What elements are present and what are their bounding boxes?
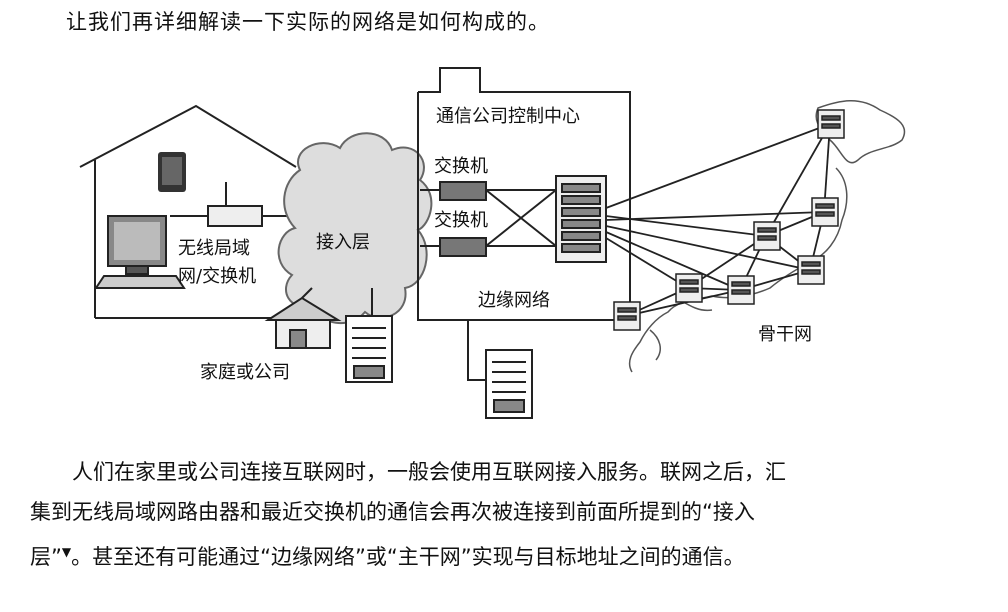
switch-2-label: 交换机 <box>434 210 488 231</box>
backbone-node-icon <box>797 255 825 285</box>
switch-2-icon <box>439 237 487 257</box>
body-paragraph: 人们在家里或公司连接互联网时，一般会使用互联网接入服务。联网之后，汇 集到无线局… <box>30 452 990 577</box>
computer-icon <box>94 215 186 289</box>
paragraph-line-1: 人们在家里或公司连接互联网时，一般会使用互联网接入服务。联网之后，汇 <box>30 452 990 492</box>
intro-text: 让我们再详细解读一下实际的网络是如何构成的。 <box>66 10 550 34</box>
network-diagram: 无线局域 网/交换机 接入层 家庭或公司 通信公司控制中心 交换机 交换机 <box>79 67 906 419</box>
backbone-node-icon <box>675 273 703 303</box>
paragraph-line-3b: 。甚至还有可能通过“边缘网络”或“主干网”实现与目标地址之间的通信。 <box>71 545 745 569</box>
switch-1-icon <box>439 181 487 201</box>
switch-rack-links <box>485 189 557 247</box>
backbone-node-icon <box>811 197 839 227</box>
backbone-node-icon <box>613 301 641 331</box>
paragraph-line-3a: 层” <box>30 545 62 569</box>
datacenter-building-icon <box>467 320 533 419</box>
tablet-icon <box>158 152 186 192</box>
access-layer-label: 接入层 <box>316 232 370 253</box>
wireless-lan-label-1: 无线局域 <box>178 238 250 259</box>
backbone-node-icon <box>753 221 781 251</box>
house <box>79 104 297 319</box>
wireless-lan-label-2: 网/交换机 <box>178 266 256 287</box>
paragraph-line-2: 集到无线局域网路由器和最近交换机的通信会再次被连接到前面所提到的“接入 <box>30 500 755 524</box>
control-center-box <box>417 67 631 321</box>
backbone-links <box>605 123 831 317</box>
router-icon <box>170 182 298 227</box>
cloud-to-switch-links <box>420 189 440 247</box>
switch-1-label: 交换机 <box>434 156 488 177</box>
access-layer-cloud <box>277 132 433 325</box>
edge-network-label: 边缘网络 <box>478 290 550 311</box>
office-building-icon <box>345 288 393 383</box>
backbone-node-icon <box>727 275 755 305</box>
home-or-company-label: 家庭或公司 <box>200 362 290 383</box>
backbone-node-icon <box>817 109 845 139</box>
backbone-label: 骨干网 <box>758 324 812 345</box>
control-center-label: 通信公司控制中心 <box>436 106 580 127</box>
footnote-mark[interactable]: ▼ <box>61 545 72 559</box>
paragraph-line-3: 层”▼。甚至还有可能通过“边缘网络”或“主干网”实现与目标地址之间的通信。 <box>30 532 990 577</box>
paragraph-line-1-text: 人们在家里或公司连接互联网时，一般会使用互联网接入服务。联网之后，汇 <box>72 460 786 484</box>
server-rack-icon <box>555 175 607 263</box>
small-house-icon <box>264 287 342 349</box>
